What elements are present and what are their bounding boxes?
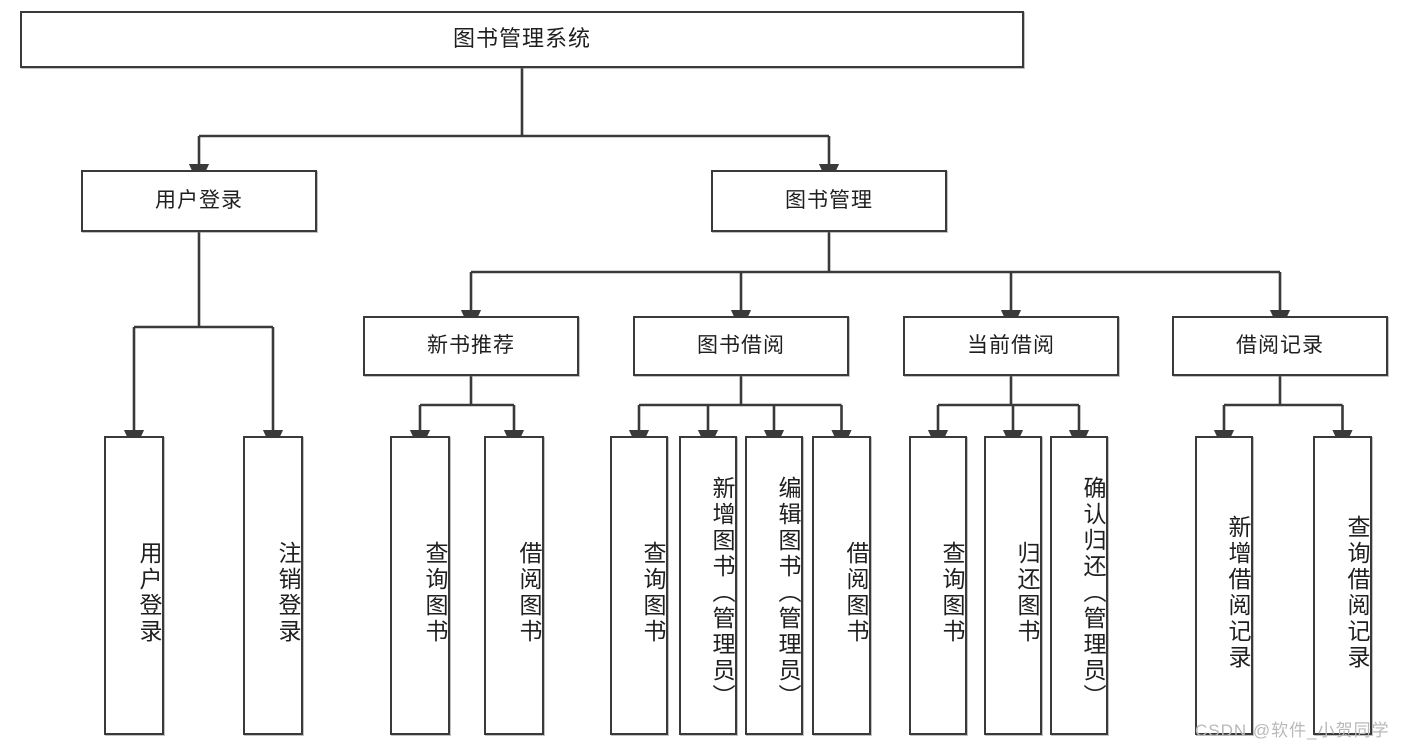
- node-book-manage[interactable]: 图书管理: [711, 170, 947, 232]
- node-leaf-cb-query[interactable]: 查询图书: [909, 436, 967, 735]
- node-leaf-rec-query[interactable]: 查询图书: [390, 436, 450, 735]
- node-label: 当前借阅: [967, 334, 1055, 358]
- node-label: 用户登录: [136, 540, 162, 645]
- node-label: 借阅记录: [1236, 334, 1324, 358]
- node-current-borrow[interactable]: 当前借阅: [903, 316, 1119, 376]
- node-label: 用户登录: [155, 189, 243, 213]
- node-label: 借阅图书: [516, 540, 542, 645]
- node-label: 查询图书: [640, 540, 666, 645]
- node-label: 注销登录: [275, 540, 301, 645]
- node-book-borrow[interactable]: 图书借阅: [633, 316, 849, 376]
- node-leaf-br-query[interactable]: 查询借阅记录: [1313, 436, 1372, 735]
- node-borrow-record[interactable]: 借阅记录: [1172, 316, 1388, 376]
- node-leaf-br-add[interactable]: 新增借阅记录: [1195, 436, 1253, 735]
- node-leaf-bb-borrow[interactable]: 借阅图书: [812, 436, 871, 735]
- node-label: 查询借阅记录: [1344, 514, 1370, 671]
- watermark-text: CSDN @软件_小贺同学: [1195, 721, 1390, 740]
- node-label: 借阅图书: [843, 540, 869, 645]
- node-root[interactable]: 图书管理系统: [20, 11, 1024, 68]
- node-leaf-cb-return[interactable]: 归还图书: [984, 436, 1042, 735]
- node-label: 归还图书: [1014, 540, 1040, 645]
- node-label: 编辑图书（管理员）: [775, 475, 801, 710]
- node-leaf-cb-confirm[interactable]: 确认归还（管理员）: [1050, 436, 1108, 735]
- node-leaf-user-login[interactable]: 用户登录: [104, 436, 164, 735]
- node-label: 查询图书: [939, 540, 965, 645]
- node-label: 新增图书（管理员）: [709, 475, 735, 710]
- node-leaf-bb-edit[interactable]: 编辑图书（管理员）: [745, 436, 803, 735]
- node-new-book-rec[interactable]: 新书推荐: [363, 316, 579, 376]
- connector-group: [123, 68, 1353, 452]
- node-leaf-rec-borrow[interactable]: 借阅图书: [484, 436, 544, 735]
- node-label: 查询图书: [422, 540, 448, 645]
- node-leaf-logout[interactable]: 注销登录: [243, 436, 303, 735]
- node-leaf-bb-add[interactable]: 新增图书（管理员）: [679, 436, 737, 735]
- node-label: 确认归还（管理员）: [1080, 475, 1106, 710]
- node-label: 图书借阅: [697, 334, 785, 358]
- node-label: 图书管理系统: [452, 26, 591, 52]
- node-label: 新增借阅记录: [1225, 514, 1251, 671]
- node-label: 图书管理: [785, 189, 873, 213]
- node-label: 新书推荐: [427, 334, 515, 358]
- node-user-login[interactable]: 用户登录: [81, 170, 317, 232]
- node-leaf-bb-query[interactable]: 查询图书: [610, 436, 668, 735]
